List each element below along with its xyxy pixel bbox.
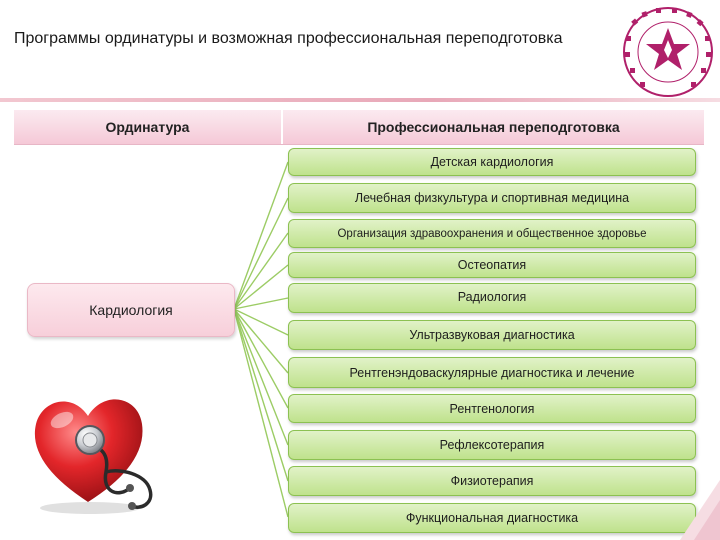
header-retraining: Профессиональная переподготовка [367,119,620,135]
header-separator [281,110,283,144]
connector-line [233,308,289,518]
connector-line [233,197,289,310]
title-divider [0,98,720,102]
connector-line [233,308,289,409]
connector-line [233,297,289,310]
program-item: Организация здравоохранения и общественн… [288,219,696,248]
program-item: Лечебная физкультура и спортивная медици… [288,183,696,213]
program-item: Рефлексотерапия [288,430,696,460]
table-header [14,110,704,145]
program-item: Функциональная диагностика [288,503,696,533]
program-item: Физиотерапия [288,466,696,496]
program-item: Остеопатия [288,252,696,278]
program-item: Рентгенология [288,394,696,423]
university-emblem-icon [623,7,713,97]
program-item: Ультразвуковая диагностика [288,320,696,350]
program-item: Радиология [288,283,696,313]
specialty-cardiology: Кардиология [27,283,235,337]
decorative-corner-icon [680,480,720,540]
connector-line [233,308,289,446]
header-residency: Ординатура [105,119,190,135]
connector-line [233,161,289,310]
connector-line [233,232,289,310]
connector-line [233,308,289,482]
connector-line [233,264,289,310]
program-item: Рентгенэндоваскулярные диагностика и леч… [288,357,696,388]
slide-title: Программы ординатуры и возможная професс… [14,30,563,47]
program-item: Детская кардиология [288,148,696,176]
connector-line [233,308,289,374]
heart-stethoscope-icon [34,399,153,514]
connector-line [233,308,289,336]
